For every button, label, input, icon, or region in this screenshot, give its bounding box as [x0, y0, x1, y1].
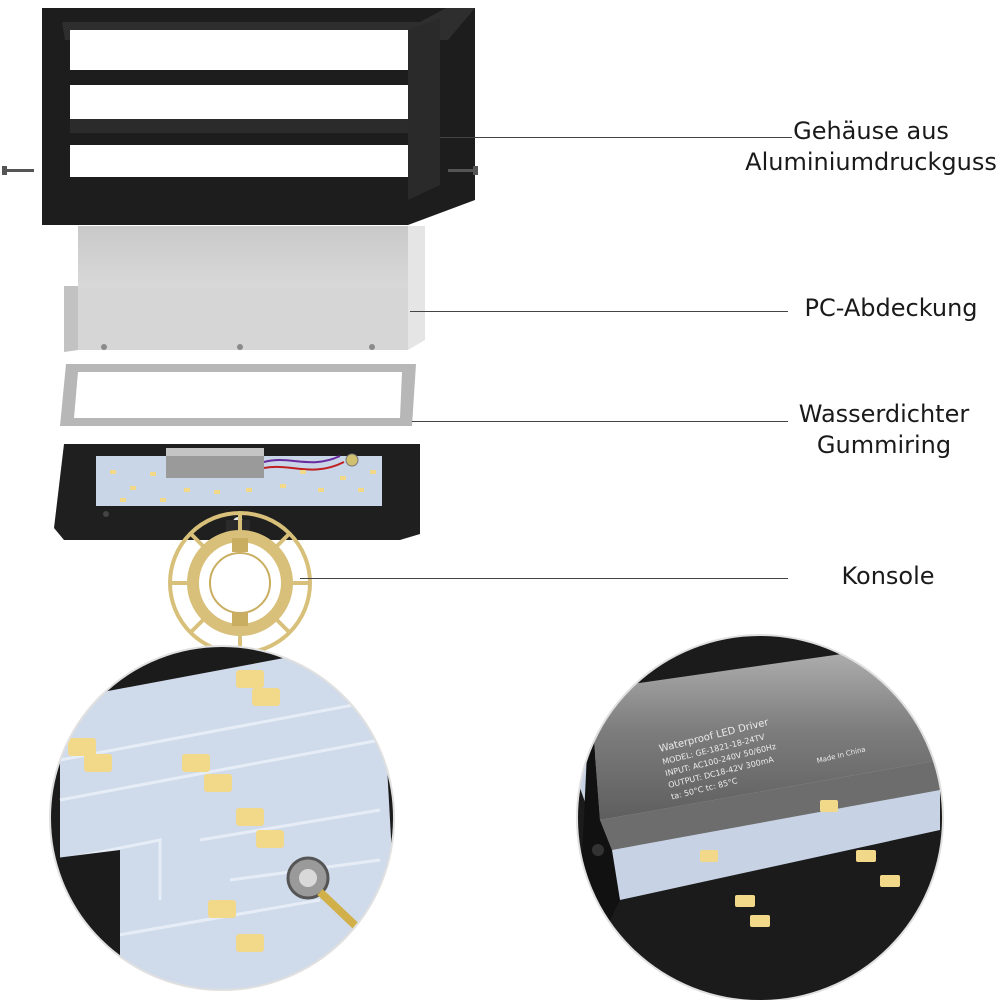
leader-line-housing: [440, 137, 792, 138]
leader-line-cover: [410, 311, 788, 312]
label-bracket-line1: Konsole: [820, 561, 956, 592]
label-cover: PC-Abdeckung: [790, 293, 992, 324]
label-gasket: Wasserdichter Gummiring: [790, 399, 978, 461]
housing-part: [2, 8, 478, 225]
led-board-closeup: [40, 640, 410, 1000]
leader-line-bracket: [300, 578, 788, 579]
pcb-tray-part: [54, 444, 420, 540]
led-driver-closeup: [570, 630, 950, 1000]
label-housing-line1: Gehäuse aus: [742, 116, 1000, 147]
label-housing-line2: Aluminiumdruckguss: [742, 147, 1000, 178]
leader-line-gasket: [412, 421, 788, 422]
label-gasket-line1: Wasserdichter: [790, 399, 978, 430]
bracket-part: [170, 513, 310, 653]
label-housing: Gehäuse aus Aluminiumdruckguss: [742, 116, 1000, 178]
label-gasket-line2: Gummiring: [790, 430, 978, 461]
pc-cover-part: [64, 226, 425, 352]
label-bracket: Konsole: [820, 561, 956, 592]
gasket-part: [60, 364, 416, 426]
label-cover-line1: PC-Abdeckung: [790, 293, 992, 324]
